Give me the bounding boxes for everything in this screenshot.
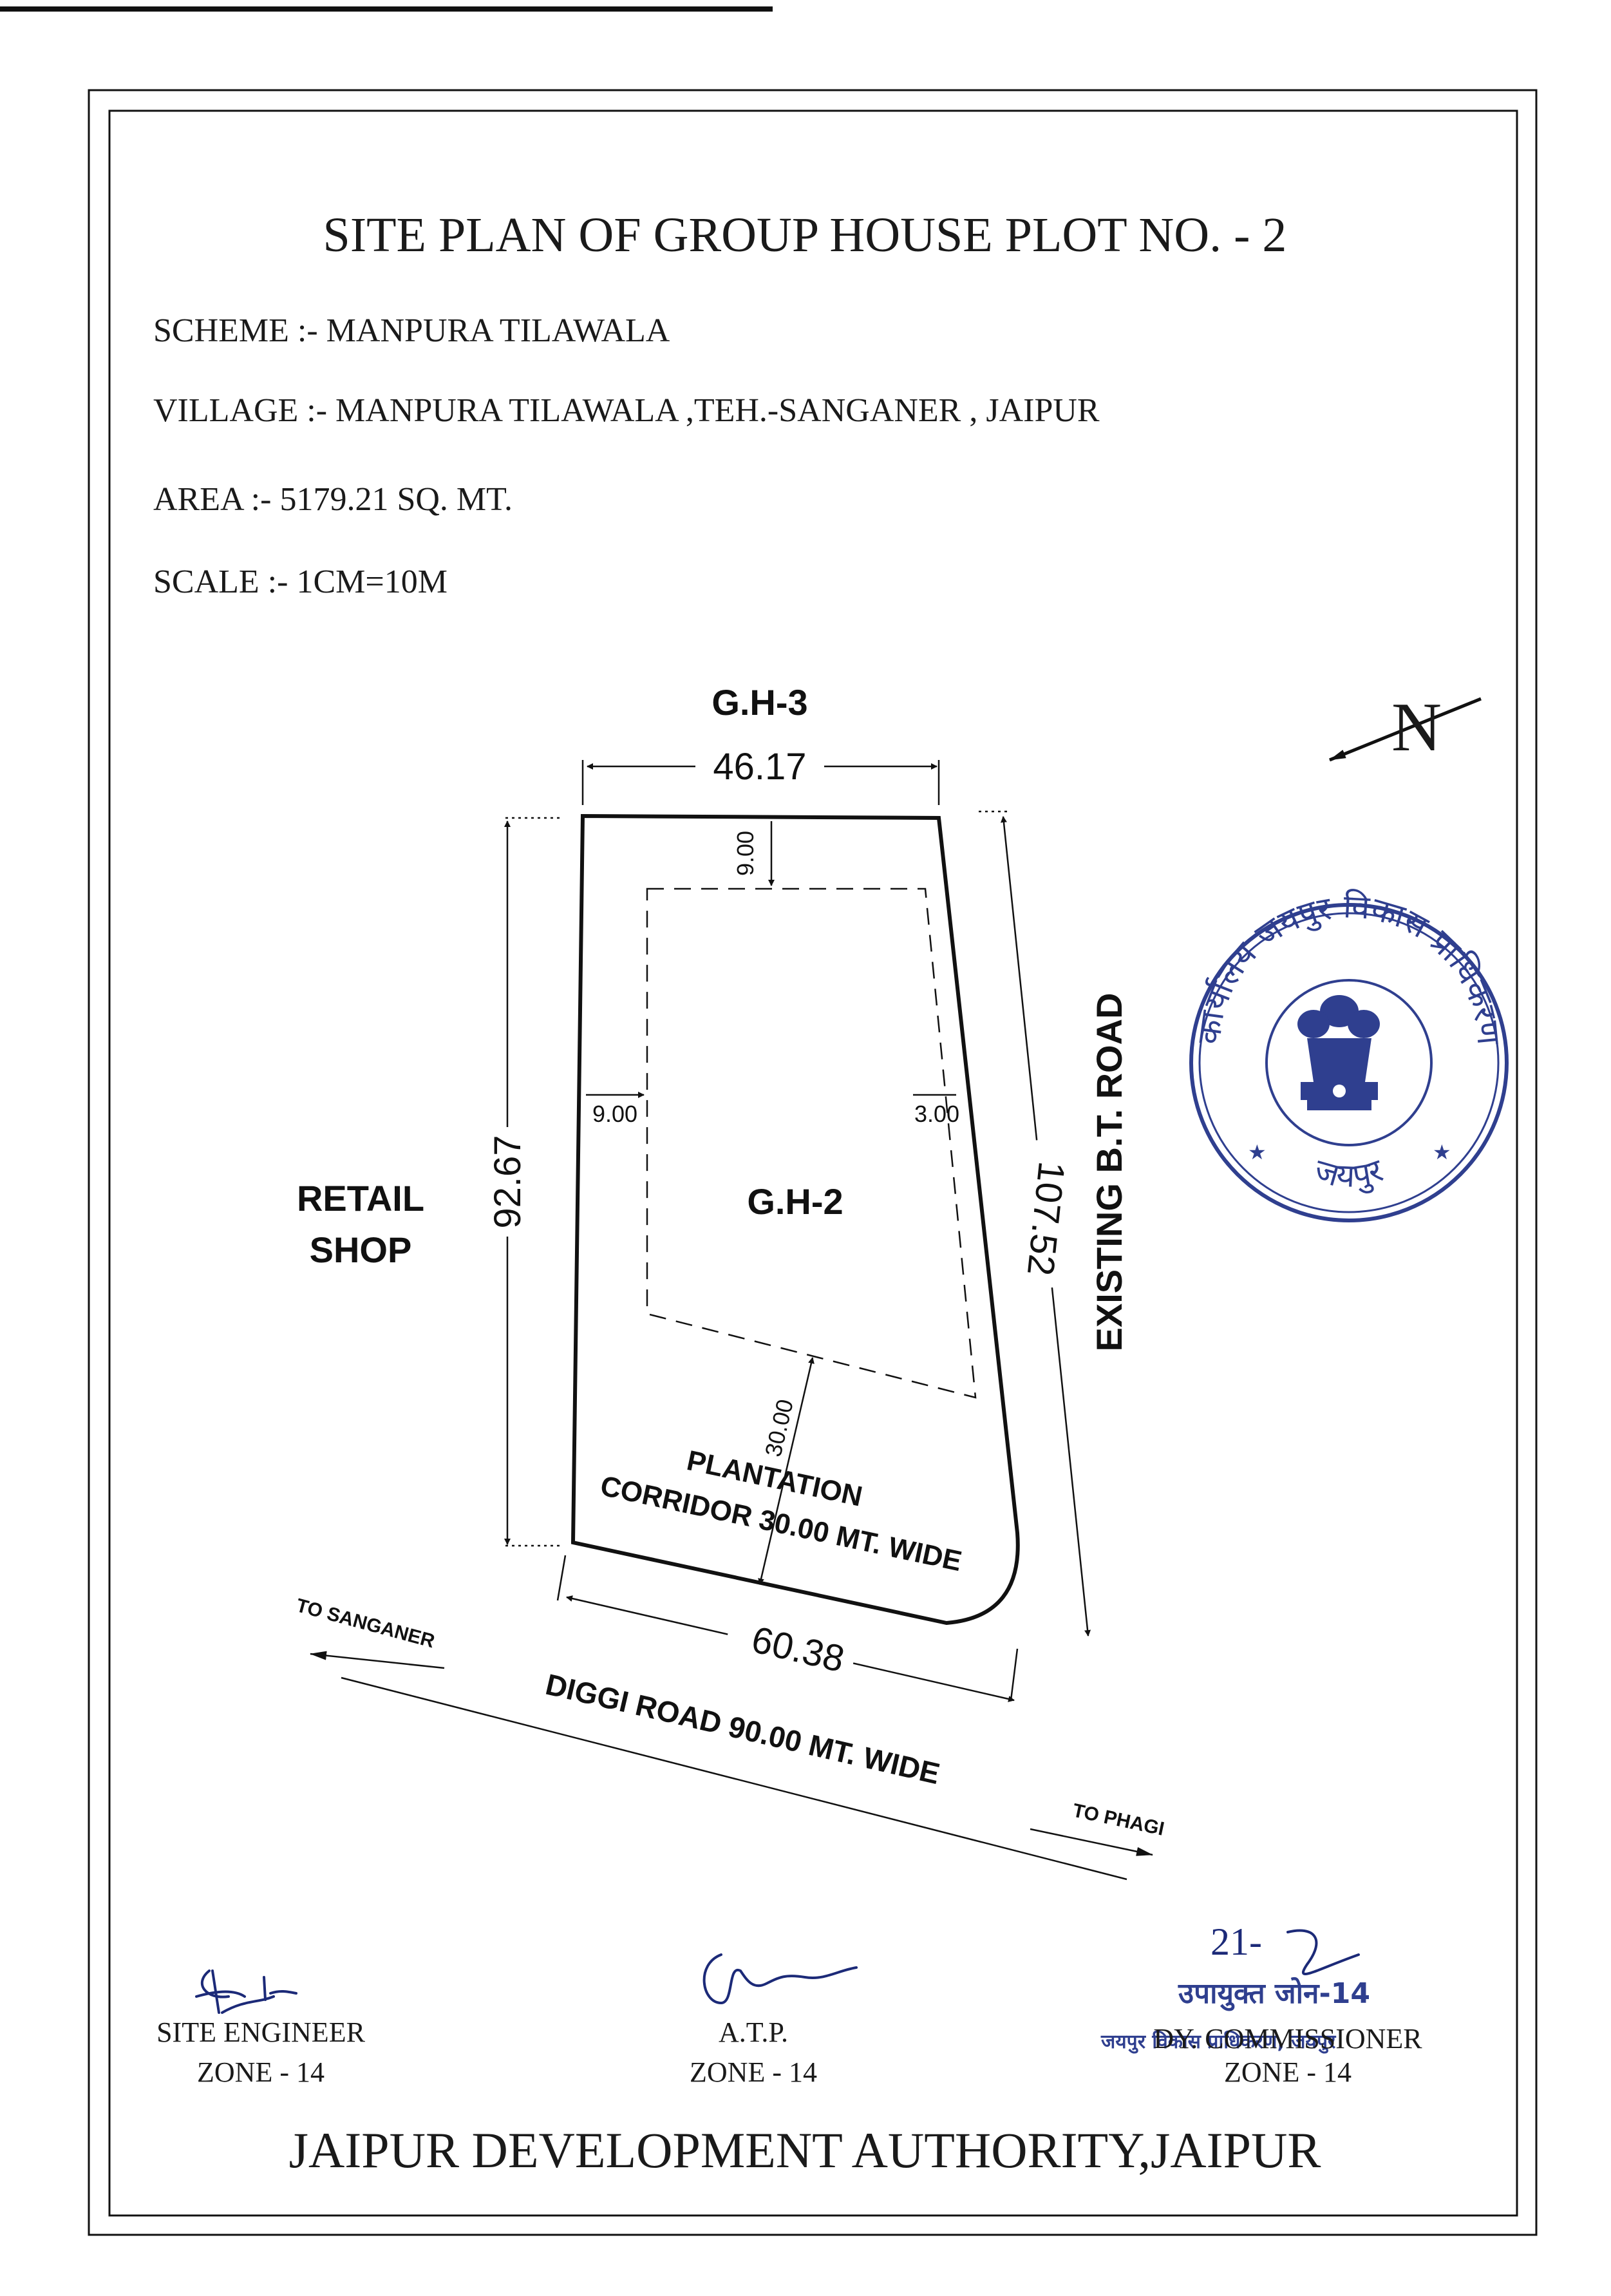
initials-text: 21- [1211,1921,1262,1963]
dy-commissioner-role: DY. COMMISSIONER [1153,2023,1422,2054]
rear-setback: 30.00 [760,1397,798,1459]
east-road-label: EXISTING B.T. ROAD [1089,993,1129,1352]
scale-line: SCALE :- 1CM=10M [153,564,448,600]
plot-label: G.H-2 [747,1181,843,1222]
seal-star-left: ★ [1248,1140,1267,1164]
site-engineer-zone: ZONE - 14 [197,2056,325,2088]
seal-star-right: ★ [1433,1140,1451,1164]
page-border [0,6,1538,2236]
scheme-line: SCHEME :- MANPURA TILAWALA [153,312,670,349]
dim-south: 60.38 [566,1595,1015,1702]
lion-capital-emblem [1297,995,1380,1110]
south-side-length: 60.38 [748,1618,848,1680]
village-line: VILLAGE :- MANPURA TILAWALA ,TEH.-SANGAN… [153,392,1100,429]
left-setback: 9.00 [592,1101,637,1127]
dim-west: 92.67 [486,821,529,1545]
gh3-label: G.H-3 [711,682,807,723]
atp-zone: ZONE - 14 [690,2056,817,2088]
site-engineer-role: SITE ENGINEER [156,2016,365,2048]
diggi-road-label: DIGGI ROAD 90.00 MT. WIDE [543,1667,943,1791]
right-setback: 3.00 [914,1101,959,1127]
dy-commissioner-stamp-line2: जयपुर विकास प्राधिकरण, जयपुर [1100,2030,1337,2054]
jda-seal: कार्यालय जयपुर विकास प्राधिकरण जयपुर ★ ★ [1189,887,1509,1222]
front-setback: 9.00 [732,831,758,876]
atp-role: A.T.P. [719,2016,788,2048]
west-side-length: 92.67 [487,1135,529,1228]
dim-north: 46.17 [587,746,937,788]
dy-commissioner-zone: ZONE - 14 [1224,2056,1352,2088]
signature-atp [702,1953,858,2004]
seal-bottom-text: जयपुर [1310,1151,1388,1195]
footer-authority: JAIPUR DEVELOPMENT AUTHORITY,JAIPUR [289,2122,1321,2178]
dy-commissioner-stamp-line1: उपायुक्त जोन-14 [1178,1977,1370,2011]
to-phagi-label: TO PHAGI [1071,1800,1166,1840]
page-title: SITE PLAN OF GROUP HOUSE PLOT NO. - 2 [323,208,1287,262]
retail-shop-label-line1: RETAIL [297,1178,424,1219]
to-sanganer-label: TO SANGANER [294,1595,437,1652]
signature-dy-commissioner: 21- उपायुक्त जोन-14 जयपुर विकास प्राधिकर… [1100,1921,1370,2054]
north-arrow: N [1329,689,1482,766]
dim-east: 107.52 [1000,816,1091,1637]
signature-site-engineer [195,1969,297,2014]
retail-shop-label-line2: SHOP [310,1229,412,1270]
svg-text:जयपुर: जयपुर [1310,1151,1388,1195]
area-line: AREA :- 5179.21 SQ. MT. [153,481,513,518]
setback-line [646,887,977,1399]
north-arrow-label: N [1391,689,1442,766]
north-side-length: 46.17 [713,746,806,788]
